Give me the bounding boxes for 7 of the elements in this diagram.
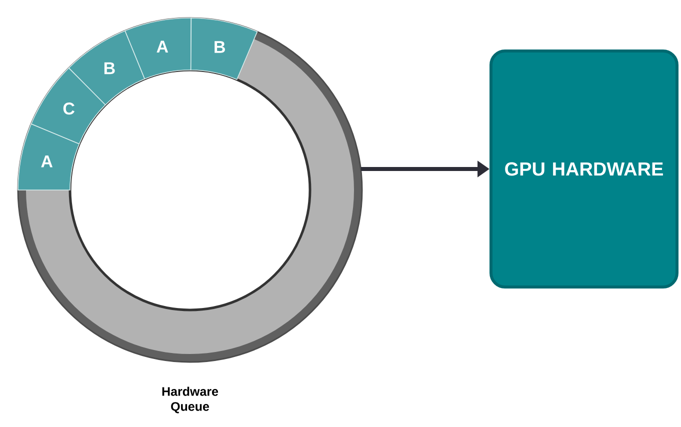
process-box: GPU HARDWARE (490, 50, 678, 288)
slot-letter: C (63, 102, 74, 115)
slot-letter: B (104, 62, 115, 74)
slot-letter: B (214, 41, 225, 53)
slot-letter: A (156, 40, 168, 52)
queue-label: Hardware Queue (162, 386, 218, 414)
slot-letter: A (41, 156, 53, 168)
